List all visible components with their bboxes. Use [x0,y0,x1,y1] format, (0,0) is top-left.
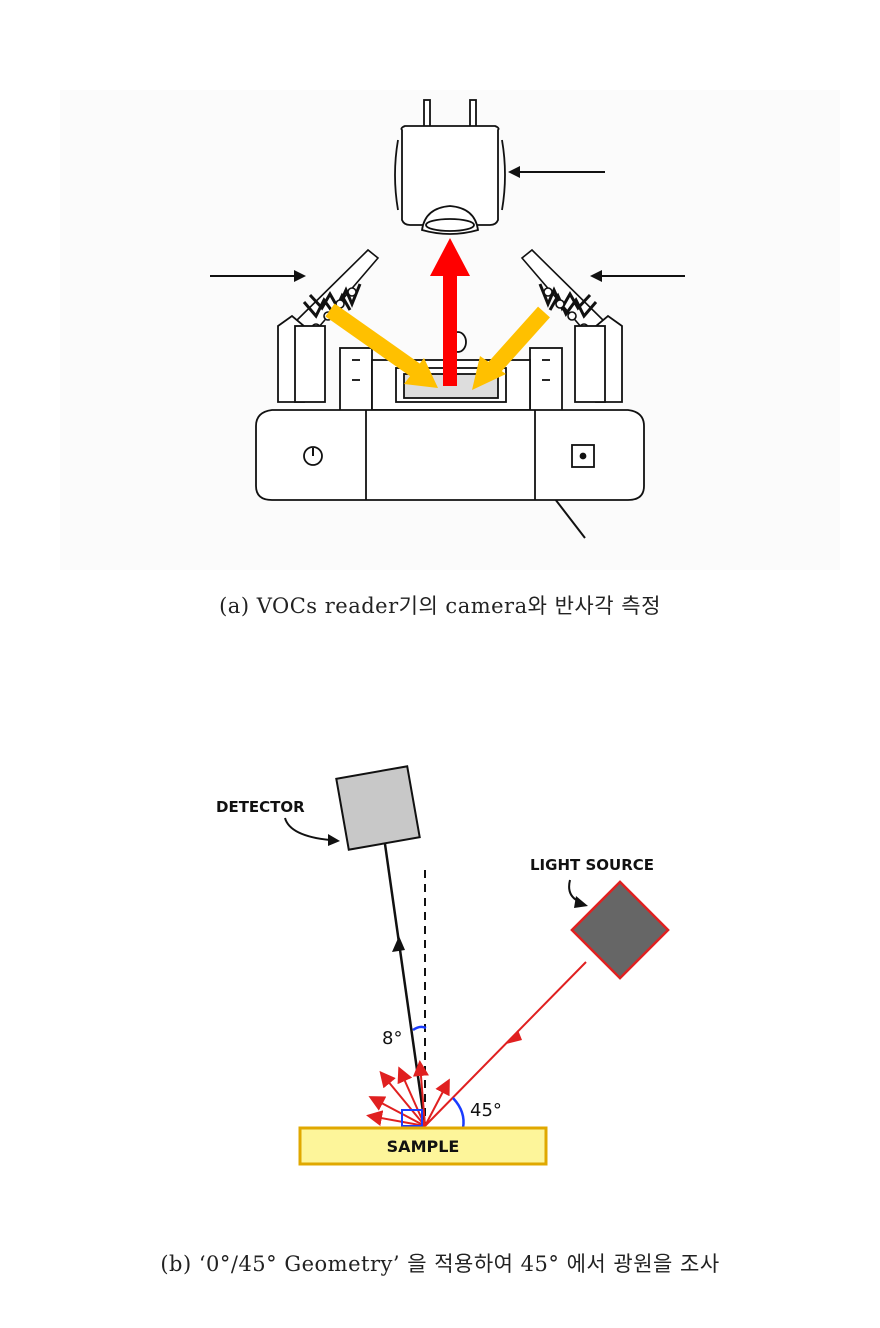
light-source-label: LIGHT SOURCE [530,856,654,874]
incident-ray [424,961,587,1127]
geometry-diagram: DETECTOR LIGHT SOURCE 8° 45° [180,740,720,1180]
sample-label: SAMPLE [387,1137,460,1156]
angle-8-arc [412,1025,427,1032]
light-source-box [570,880,670,980]
detector-label: DETECTOR [216,798,305,816]
reflection-arrow [430,238,470,386]
camera-icon [394,99,506,235]
angle-45-arc [452,1097,465,1129]
voc-reader-svg [210,99,685,539]
angle-8-label: 8° [382,1028,402,1049]
caption-a: (a) VOCs reader기의 camera와 반사각 측정 [219,594,661,618]
right-angle-marker [401,1109,423,1127]
sample-plate [298,1126,548,1166]
caption-b: (b) ‘0°/45° Geometry’ 을 적용하여 45° 에서 광원을 … [160,1252,720,1276]
angle-45-label: 45° [470,1100,502,1121]
geometry-svg: DETECTOR LIGHT SOURCE 8° 45° [216,765,670,1166]
illumination-arrows [325,303,550,390]
scattered-rays [366,1060,450,1127]
voc-reader-illustration [60,90,840,570]
detector-callout [284,817,331,841]
detector-box [335,765,421,851]
reflected-ray [383,843,427,1127]
